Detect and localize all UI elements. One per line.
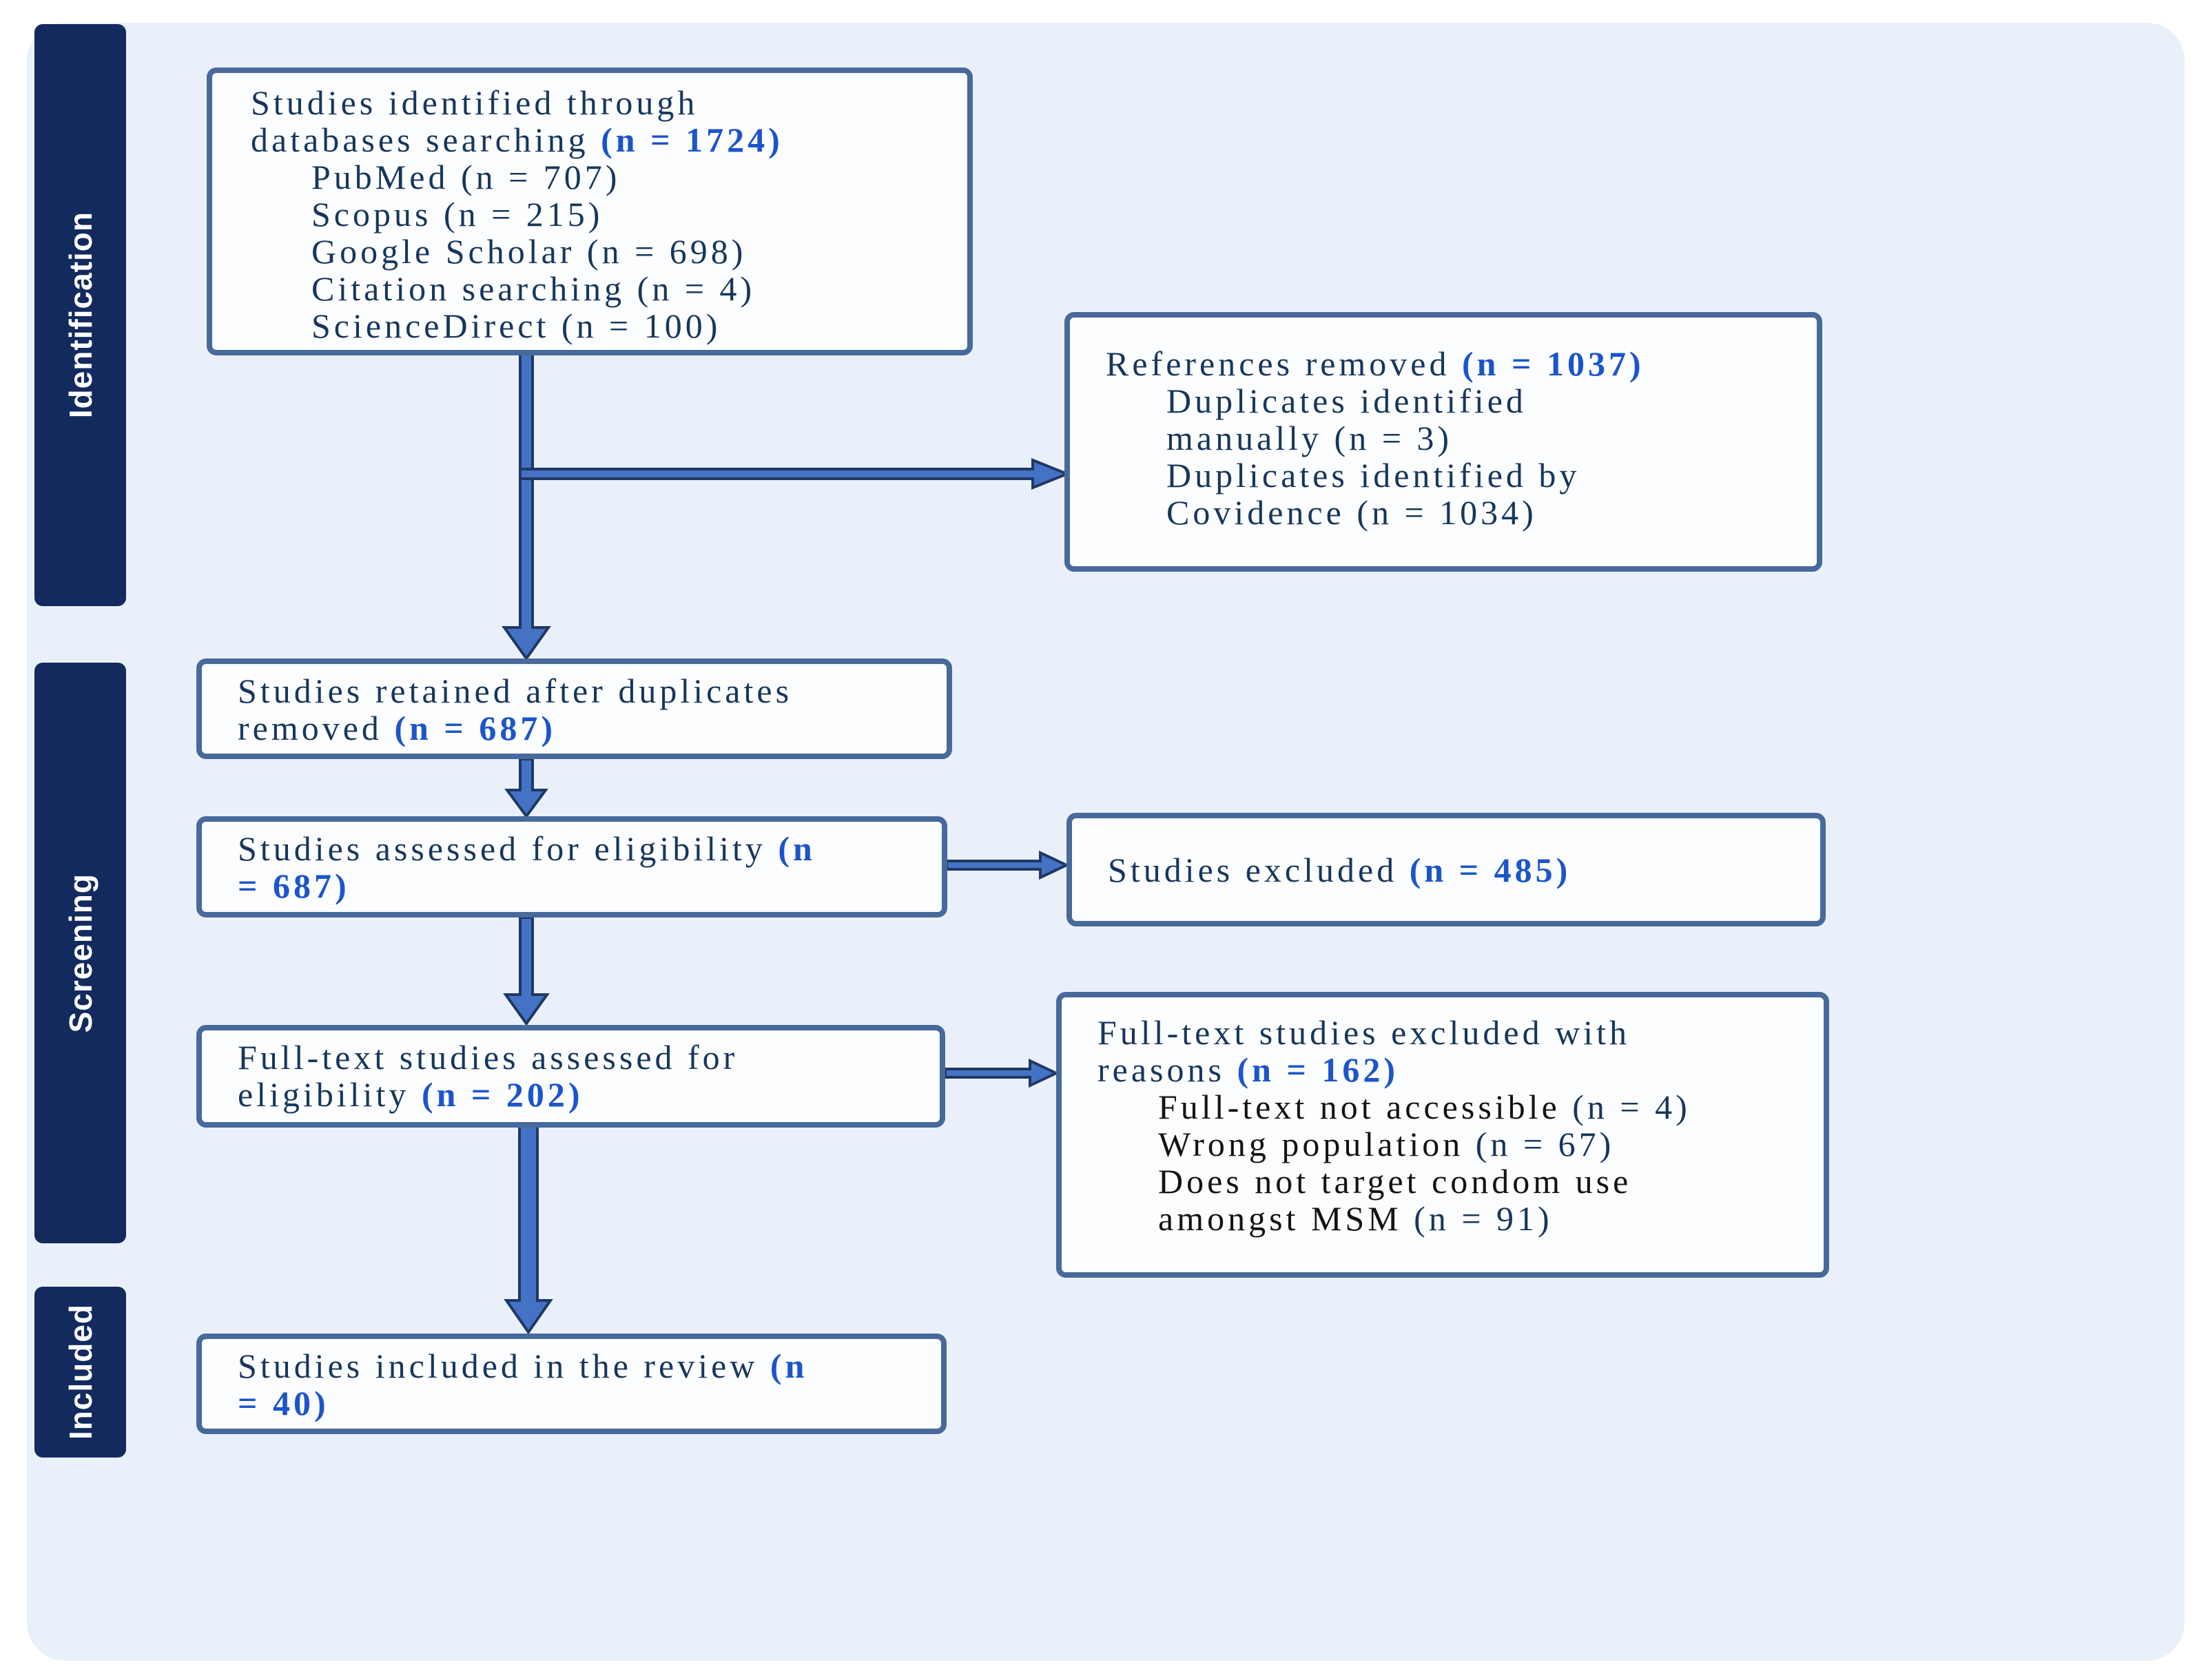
text-line: Does not target condom use [1097,1163,1813,1200]
label-text: Studies identified through [251,83,699,122]
stage-label-identification: Identification [62,211,99,419]
label-text: Full-text studies excluded with [1097,1013,1630,1052]
text-line: Covidence (n = 1034) [1106,494,1806,531]
text-line: = 687) [238,867,931,904]
text-line: Full-text studies excluded with [1097,1014,1813,1051]
count-value: (n = 485) [1409,850,1571,889]
label-text: Studies included in the review [238,1347,770,1385]
label-text: Full-text studies assessed for [238,1038,739,1077]
text-line: eligibility (n = 202) [238,1076,929,1113]
label-text: removed [238,709,395,747]
label-text: PubMed (n = 707) [311,158,621,196]
count-value: (n = 687) [394,709,557,747]
count-value: = 40) [238,1384,329,1422]
text-line: Studies retained after duplicates [238,672,936,709]
text-line: Studies assessed for eligibility (n [238,830,931,867]
text-line: removed (n = 687) [238,709,936,747]
text-line: reasons (n = 162) [1097,1051,1813,1088]
text-line: manually (n = 3) [1106,419,1806,457]
box-studies-excluded: Studies excluded (n = 485) [1066,813,1826,926]
count-value: (n [778,829,816,868]
text-line: Full-text studies assessed for [238,1039,929,1076]
count-value: (n = 162) [1237,1050,1399,1089]
stage-bar-screening: Screening [34,663,126,1243]
label-text: eligibility [238,1075,422,1114]
text-line: Studies identified through [251,84,953,121]
label-text: Google Scholar (n = 698) [311,232,747,271]
text-line: Full-text not accessible (n = 4) [1097,1088,1813,1126]
stage-label-screening: Screening [62,873,99,1033]
label-text: References removed [1106,344,1462,383]
text-line: Scopus (n = 215) [251,196,953,233]
box-references-removed: References removed (n = 1037)Duplicates … [1064,312,1822,572]
box-studies-included: Studies included in the review (n= 40) [196,1334,947,1434]
label-text: databases searching [251,121,601,159]
count-value: = 687) [238,867,350,905]
label-text: manually (n = 3) [1166,419,1453,457]
text-line: amongst MSM (n = 91) [1097,1200,1813,1237]
text-line: ScienceDirect (n = 100) [251,307,953,344]
text-line: Studies included in the review (n [238,1347,930,1385]
count-value: (n = 1037) [1462,344,1645,383]
label-text: (n = 4) [1572,1088,1691,1126]
text-line: = 40) [238,1385,930,1422]
label-text: Wrong population [1158,1125,1476,1163]
label-text: Duplicates identified [1166,382,1527,420]
label-text: Scopus (n = 215) [311,195,604,234]
text-line: Wrong population (n = 67) [1097,1126,1813,1163]
text-line: Citation searching (n = 4) [251,270,953,307]
box-studies-assessed: Studies assessed for eligibility (n= 687… [196,816,947,917]
text-line: databases searching (n = 1724) [251,121,953,158]
count-value: (n [770,1347,808,1385]
label-text: reasons [1097,1050,1237,1089]
label-text: Studies retained after duplicates [238,672,793,710]
count-value: (n = 202) [421,1075,584,1114]
text-line: PubMed (n = 707) [251,158,953,196]
text-line: Duplicates identified by [1106,457,1806,494]
count-value: (n = 1724) [601,121,783,159]
label-text: Studies assessed for eligibility [238,829,779,868]
stage-label-included: Included [62,1304,99,1440]
label-text: Full-text not accessible [1158,1088,1573,1126]
label-text: amongst MSM [1158,1199,1414,1238]
label-text: Studies excluded [1108,850,1410,889]
text-line: Studies excluded (n = 485) [1108,851,1571,889]
label-text: (n = 91) [1414,1199,1553,1238]
stage-bar-identification: Identification [34,24,126,606]
text-line: References removed (n = 1037) [1106,345,1806,382]
text-line: Google Scholar (n = 698) [251,233,953,270]
text-line: Duplicates identified [1106,382,1806,419]
label-text: (n = 67) [1475,1125,1615,1163]
stage-bar-included: Included [34,1287,126,1458]
label-text: Covidence (n = 1034) [1166,493,1537,532]
label-text: Does not target condom use [1158,1162,1632,1201]
label-text: ScienceDirect (n = 100) [311,307,721,345]
label-text: Duplicates identified by [1166,456,1580,495]
label-text: Citation searching (n = 4) [311,269,756,308]
